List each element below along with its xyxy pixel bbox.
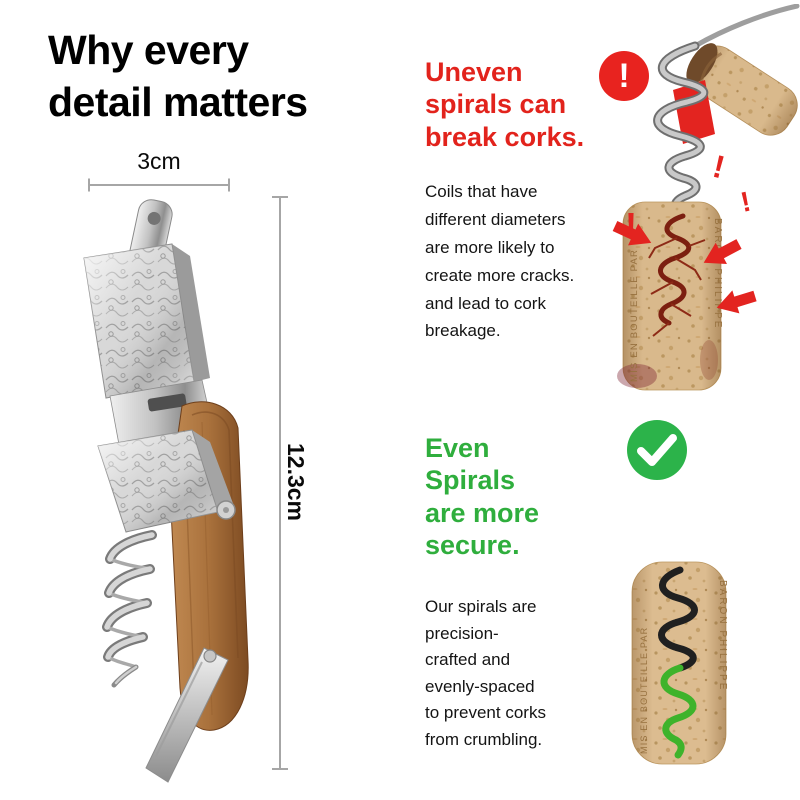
- even-heading-line: Spirals: [425, 465, 516, 496]
- cork-shading: [632, 562, 726, 764]
- even-section-body: Our spirals are precision- crafted and e…: [425, 594, 546, 753]
- uneven-body-line: Coils that have: [425, 182, 538, 201]
- width-dimension-line: [88, 178, 230, 192]
- even-body-line: to prevent corks: [425, 703, 546, 723]
- crack-lines: [648, 237, 706, 337]
- warning-glyph: !: [618, 57, 630, 95]
- even-spiral-illustration: MIS EN BOUTEILLE PAR BARON PHILIPPE: [631, 561, 728, 765]
- uneven-body-line: and lead to cork: [425, 293, 546, 313]
- even-heading-line: are more: [425, 497, 540, 528]
- exclamation-mark: !: [625, 205, 637, 246]
- even-body-line: crafted and: [425, 650, 511, 670]
- uneven-section-heading: Uneven spirals can break corks.: [425, 56, 584, 153]
- corkscrew-upper-body: [83, 243, 210, 399]
- corkscrew-lower-body: [97, 429, 234, 533]
- uneven-spiral-illustration: MIS EN BOUTEILLE PAR BARON PHILIPPE ! ! …: [612, 4, 800, 391]
- warning-exclamation-icon: !: [599, 51, 649, 101]
- cork-label-left: MIS EN BOUTEILLE PAR: [639, 627, 649, 754]
- uneven-body-line: create more cracks.: [425, 265, 575, 285]
- check-icon: [627, 420, 687, 480]
- uneven-heading-line: break corks.: [425, 121, 585, 152]
- uneven-spiral: [653, 41, 709, 221]
- exclamation-mark: !: [709, 148, 728, 186]
- title-line-1: Why every: [48, 27, 249, 73]
- uneven-body-line: breakage.: [425, 321, 501, 341]
- uneven-heading-line: Uneven: [425, 57, 523, 87]
- cork-label-left: MIS EN BOUTEILLE PAR: [629, 249, 640, 382]
- cork-label-right: BARON PHILIPPE: [712, 218, 723, 329]
- uneven-section-body: Coils that have different diameters are …: [425, 178, 574, 345]
- uneven-body-line: different diameters: [425, 209, 566, 229]
- even-body-line: from crumbling.: [425, 729, 543, 749]
- alert-arrow: [716, 290, 757, 314]
- even-body-line: precision-: [425, 623, 499, 643]
- even-heading-line: secure.: [425, 530, 520, 561]
- broken-cork-chunk: [686, 43, 798, 136]
- width-dimension-label: 3cm: [137, 148, 181, 174]
- alert-arrows: [612, 221, 757, 314]
- exclamation-mark: !: [738, 186, 754, 218]
- uneven-body-line: are more likely to: [425, 237, 555, 257]
- even-heading-line: Even: [425, 433, 490, 463]
- title-line-2: detail matters: [48, 79, 308, 126]
- even-body-line: Our spirals are: [425, 597, 537, 616]
- height-dimension-line: [272, 196, 288, 770]
- corkscrew-shaft: [692, 4, 800, 49]
- height-dimension-label: 12.3cm: [283, 443, 309, 522]
- even-body-line: evenly-spaced: [425, 676, 535, 696]
- page-title: Why every detail matters: [48, 24, 308, 128]
- alert-arrow: [703, 239, 742, 264]
- crack-spiral: [648, 213, 706, 337]
- even-spiral-black: [658, 566, 698, 672]
- cork-label-right: BARON PHILIPPE: [717, 580, 728, 691]
- alert-arrow: [612, 221, 652, 246]
- even-section-heading: Even Spirals are more secure.: [425, 432, 539, 562]
- corkscrew-illustration: [83, 199, 249, 783]
- corkscrew-foot: [145, 647, 229, 783]
- cracked-cork: MIS EN BOUTEILLE PAR BARON PHILIPPE: [617, 201, 723, 391]
- handle-pivot-center: [223, 507, 229, 513]
- even-spiral-green: [660, 664, 697, 759]
- corkscrew-worm: [102, 530, 157, 688]
- uneven-heading-line: spirals can: [425, 89, 567, 120]
